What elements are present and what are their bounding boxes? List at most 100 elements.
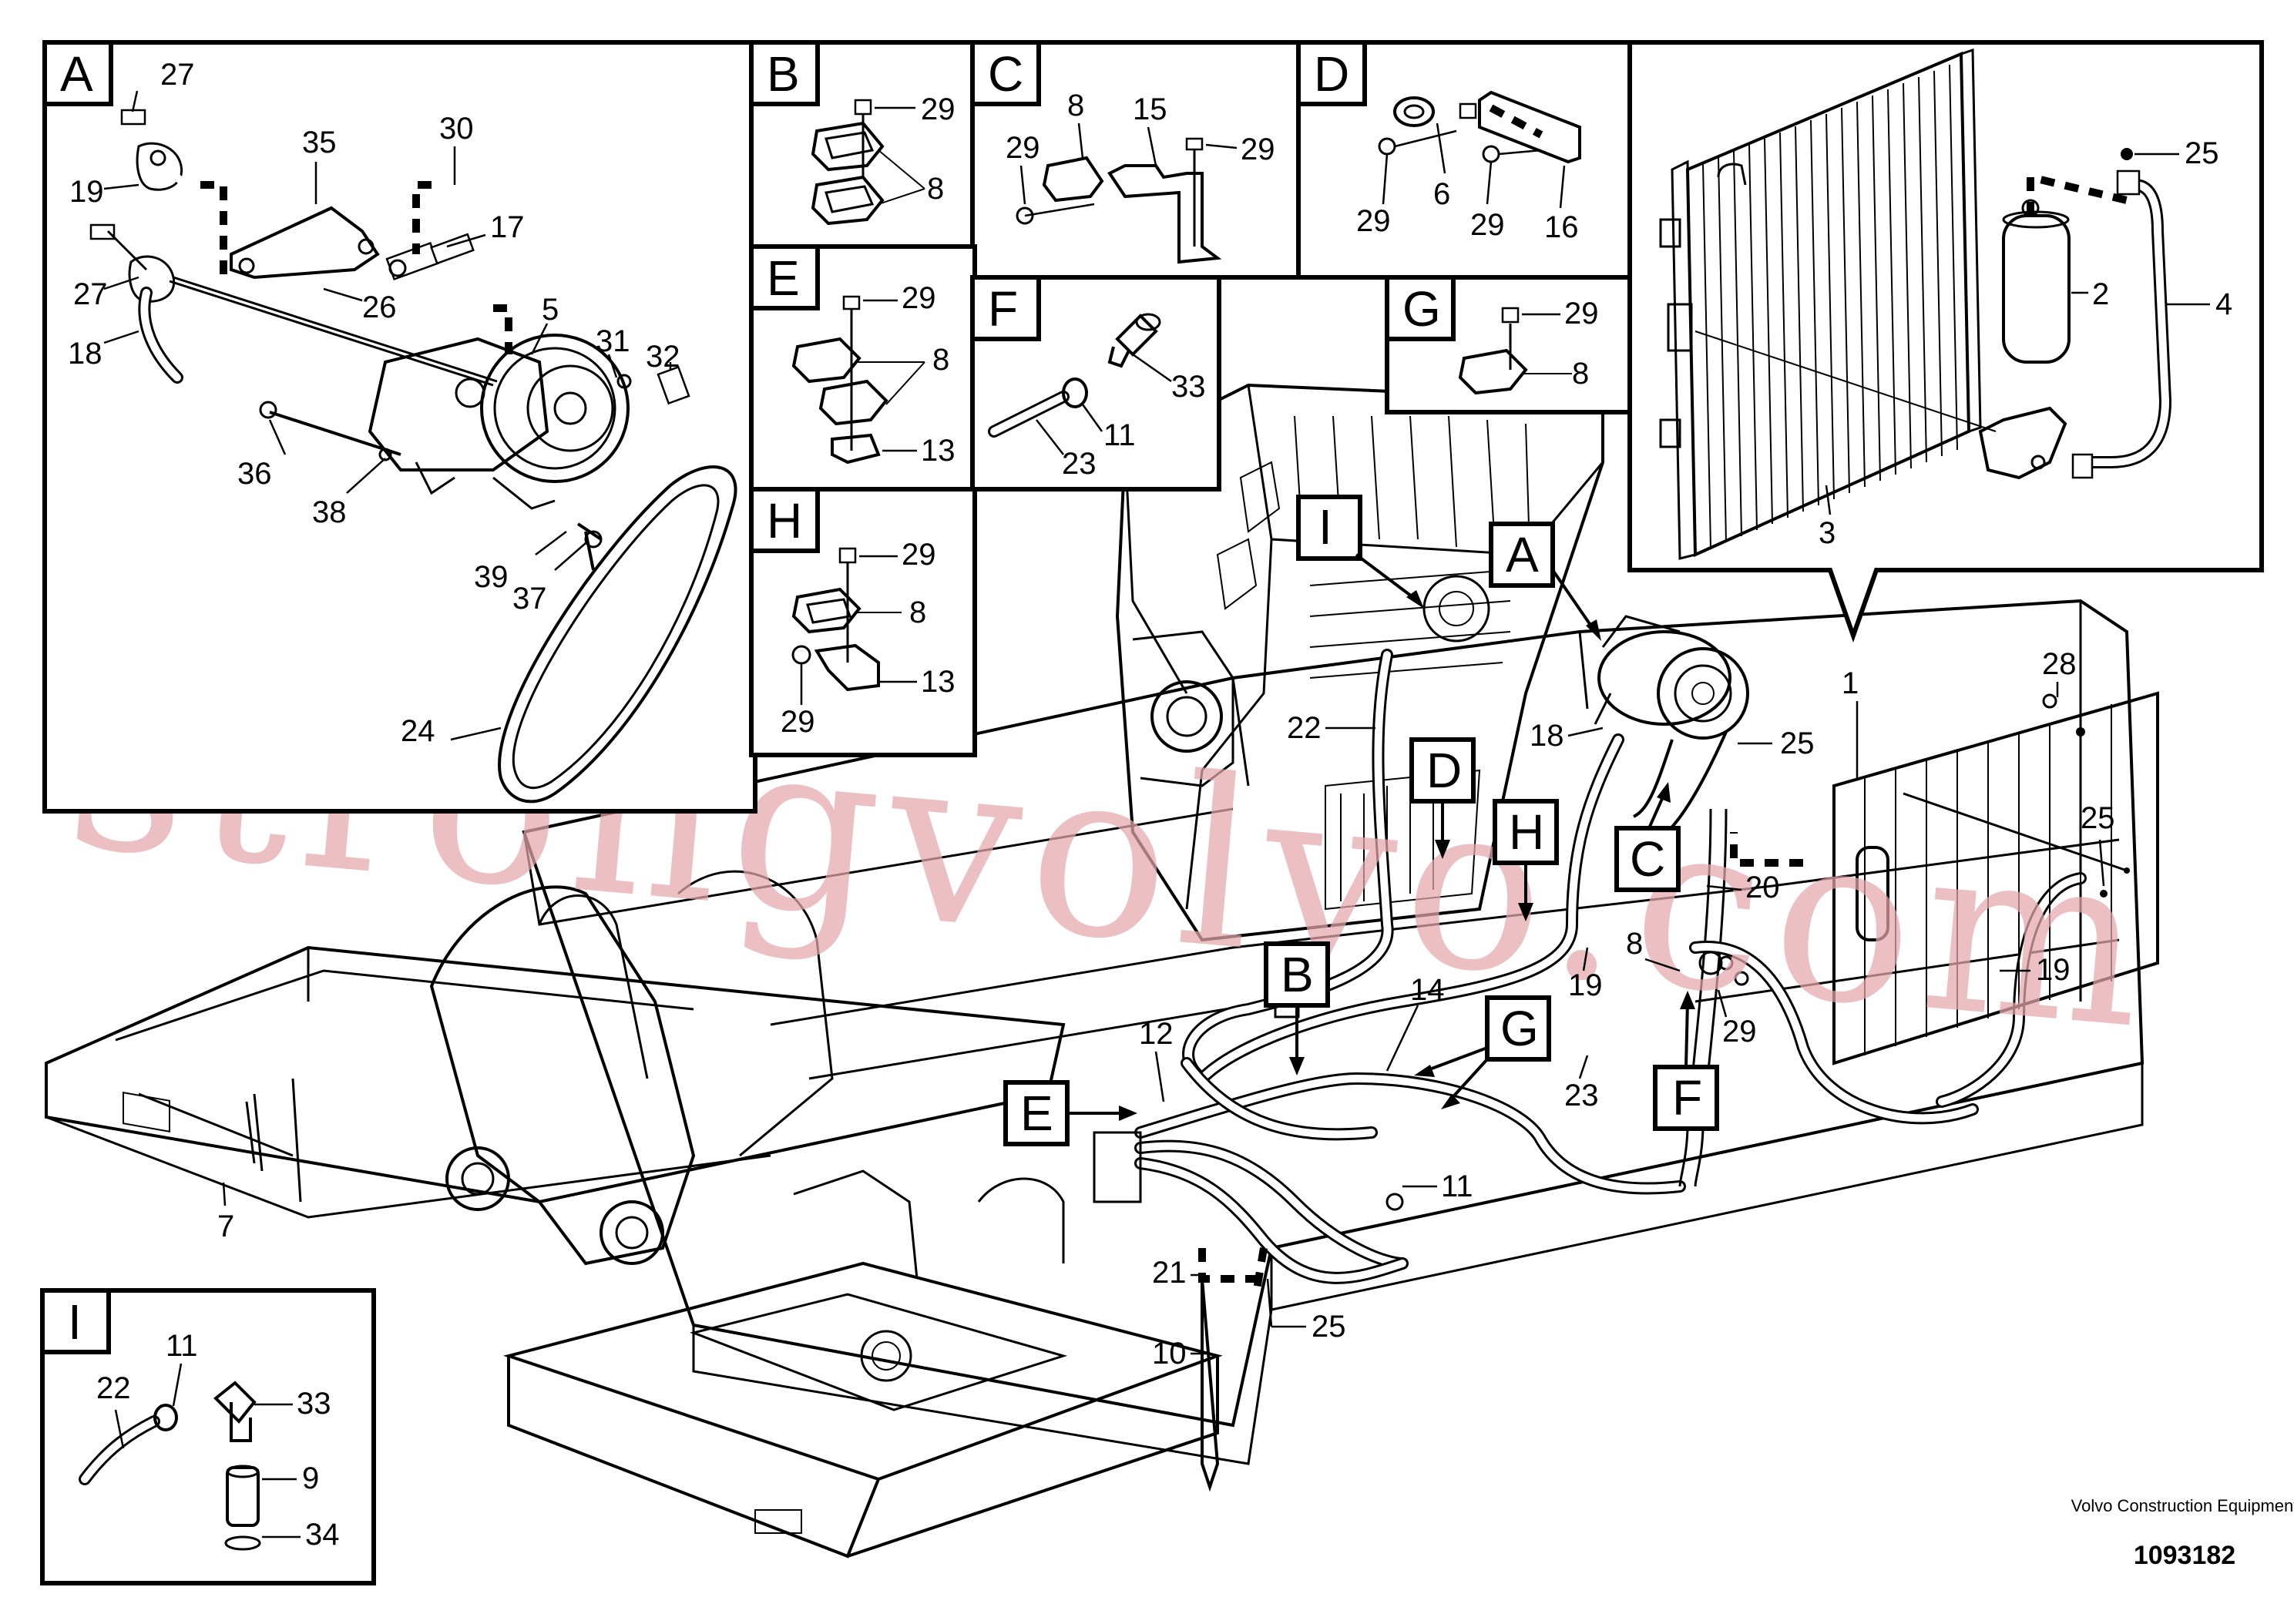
callout-main-17: 25 — [1312, 1310, 1346, 1344]
callout-main-9: 19 — [2036, 953, 2071, 987]
callout-h-3: 13 — [921, 665, 956, 699]
callout-main-15: 11 — [1441, 1169, 1473, 1203]
detail-box-i: I 11 22 33 9 34 — [40, 1288, 376, 1585]
upper-frame — [45, 599, 2145, 1465]
clamp-bracket-c — [1016, 137, 1222, 264]
compressor-a — [368, 334, 630, 510]
hose-sensor-f — [988, 313, 1161, 438]
dipstick-tube — [1198, 1193, 1404, 1492]
main-compressor — [1594, 615, 1749, 841]
callout-d-1: 29 — [1356, 204, 1391, 238]
callout-e-1: 29 — [902, 281, 936, 315]
callout-cond-2: 2 — [2092, 277, 2109, 311]
marker-d-letter: D — [1426, 743, 1462, 798]
marker-b-letter: B — [1281, 947, 1314, 1002]
callout-d-4: 16 — [1544, 210, 1579, 244]
callout-f-3: 23 — [1062, 447, 1097, 481]
rear-frame-block — [502, 1169, 1223, 1559]
callout-f-2: 11 — [1103, 418, 1136, 452]
callout-a-8: 26 — [362, 290, 397, 324]
clamp-pair-b — [811, 99, 925, 226]
marker-a-letter: A — [1506, 527, 1539, 582]
detail-box-b-letter: B — [767, 46, 800, 102]
callout-a-14: 39 — [474, 560, 509, 594]
callout-main-6: 22 — [1287, 711, 1322, 745]
callout-a-10: 31 — [596, 324, 630, 358]
marker-g-letter: G — [1500, 1001, 1539, 1056]
callout-main-2: 28 — [2042, 647, 2077, 681]
callout-main-16: 21 — [1152, 1256, 1187, 1290]
publisher-name: Volvo Construction Equipment — [2071, 1496, 2294, 1515]
receiver-drier — [1978, 172, 2128, 480]
callout-c-3: 29 — [1006, 131, 1040, 165]
detail-box-a-letter: A — [60, 46, 93, 102]
callout-leaders-a — [103, 90, 672, 741]
marker-b: B — [1264, 941, 1330, 1075]
detail-box-c: C 8 15 29 29 — [970, 40, 1302, 280]
callout-i-1: 11 — [166, 1329, 198, 1363]
callout-main-3: 25 — [1780, 726, 1815, 760]
marker-a: A — [1489, 522, 1601, 641]
callout-i-2: 22 — [96, 1371, 131, 1405]
marker-h-letter: H — [1509, 804, 1544, 860]
location-markers: I A D H C B — [1003, 495, 1719, 1146]
marker-c: C — [1614, 782, 1681, 892]
callout-a-11: 32 — [646, 340, 680, 374]
detail-box-f: F 33 11 23 — [970, 275, 1221, 492]
detail-box-g-letter: G — [1402, 281, 1441, 337]
callout-main-4: 25 — [2081, 801, 2115, 835]
callout-a-15: 37 — [512, 582, 547, 616]
callout-i-3: 33 — [297, 1387, 331, 1421]
marker-e: E — [1003, 1080, 1137, 1146]
callout-g-1: 29 — [1564, 297, 1599, 331]
callout-cond-4: 3 — [1819, 516, 1836, 550]
marker-f: F — [1653, 991, 1719, 1131]
marker-g: G — [1414, 995, 1551, 1109]
detail-box-d-letter: D — [1314, 46, 1349, 102]
callout-main-14: 23 — [1564, 1079, 1599, 1112]
bracket-35 — [230, 206, 380, 280]
clamp-g — [1458, 307, 1572, 395]
pipe-4 — [2030, 148, 2172, 479]
hose-end-18 — [89, 223, 183, 384]
figure-footer: Volvo Construction Equipment 1093182 — [2071, 1496, 2294, 1570]
marker-i: I — [1296, 495, 1424, 609]
callout-main-18: 10 — [1152, 1337, 1187, 1371]
detail-box-f-letter: F — [988, 281, 1018, 337]
callout-a-7: 17 — [490, 210, 525, 244]
detail-box-b: B 29 8 — [749, 40, 977, 249]
callout-a-5: 35 — [302, 126, 337, 159]
callout-main-19: 7 — [217, 1210, 234, 1243]
callout-d-3: 29 — [1470, 208, 1505, 242]
callout-h-4: 29 — [781, 705, 815, 739]
detail-box-d: D 29 6 29 16 — [1296, 40, 1632, 280]
callout-b-1: 29 — [921, 92, 956, 126]
condenser-detail-box: 25 2 4 3 — [1627, 40, 2264, 643]
main-callouts: 1 28 25 25 18 22 20 19 19 8 29 12 14 23 … — [217, 647, 2115, 1371]
marker-i-letter: I — [1318, 499, 1332, 555]
callout-a-13: 38 — [312, 495, 347, 529]
callout-c-4: 29 — [1241, 133, 1275, 166]
callout-main-11: 29 — [1722, 1015, 1757, 1049]
marker-d: D — [1409, 737, 1476, 859]
callout-main-7: 20 — [1745, 871, 1780, 904]
callout-a-3: 27 — [73, 277, 108, 311]
detail-box-i-letter: I — [68, 1294, 82, 1350]
callout-h-1: 29 — [902, 538, 936, 572]
detail-box-e-letter: E — [767, 250, 800, 306]
callout-main-10: 8 — [1626, 927, 1643, 961]
callout-a-6: 30 — [439, 112, 474, 146]
callout-d-2: 6 — [1433, 177, 1450, 211]
leader-dashes-a — [200, 181, 512, 354]
callout-a-2: 19 — [69, 175, 104, 209]
callout-i-5: 34 — [305, 1518, 340, 1552]
clamp-stack-h — [791, 547, 902, 692]
boom-foot-structure — [429, 870, 834, 1266]
callout-c-2: 15 — [1133, 92, 1167, 126]
marker-c-letter: C — [1630, 831, 1665, 887]
callout-main-5: 18 — [1530, 719, 1564, 753]
drive-belt-a — [498, 465, 737, 804]
callout-main-8: 19 — [1568, 968, 1603, 1002]
condenser-core — [1659, 48, 1997, 560]
figure-number: 1093182 — [2134, 1541, 2235, 1570]
